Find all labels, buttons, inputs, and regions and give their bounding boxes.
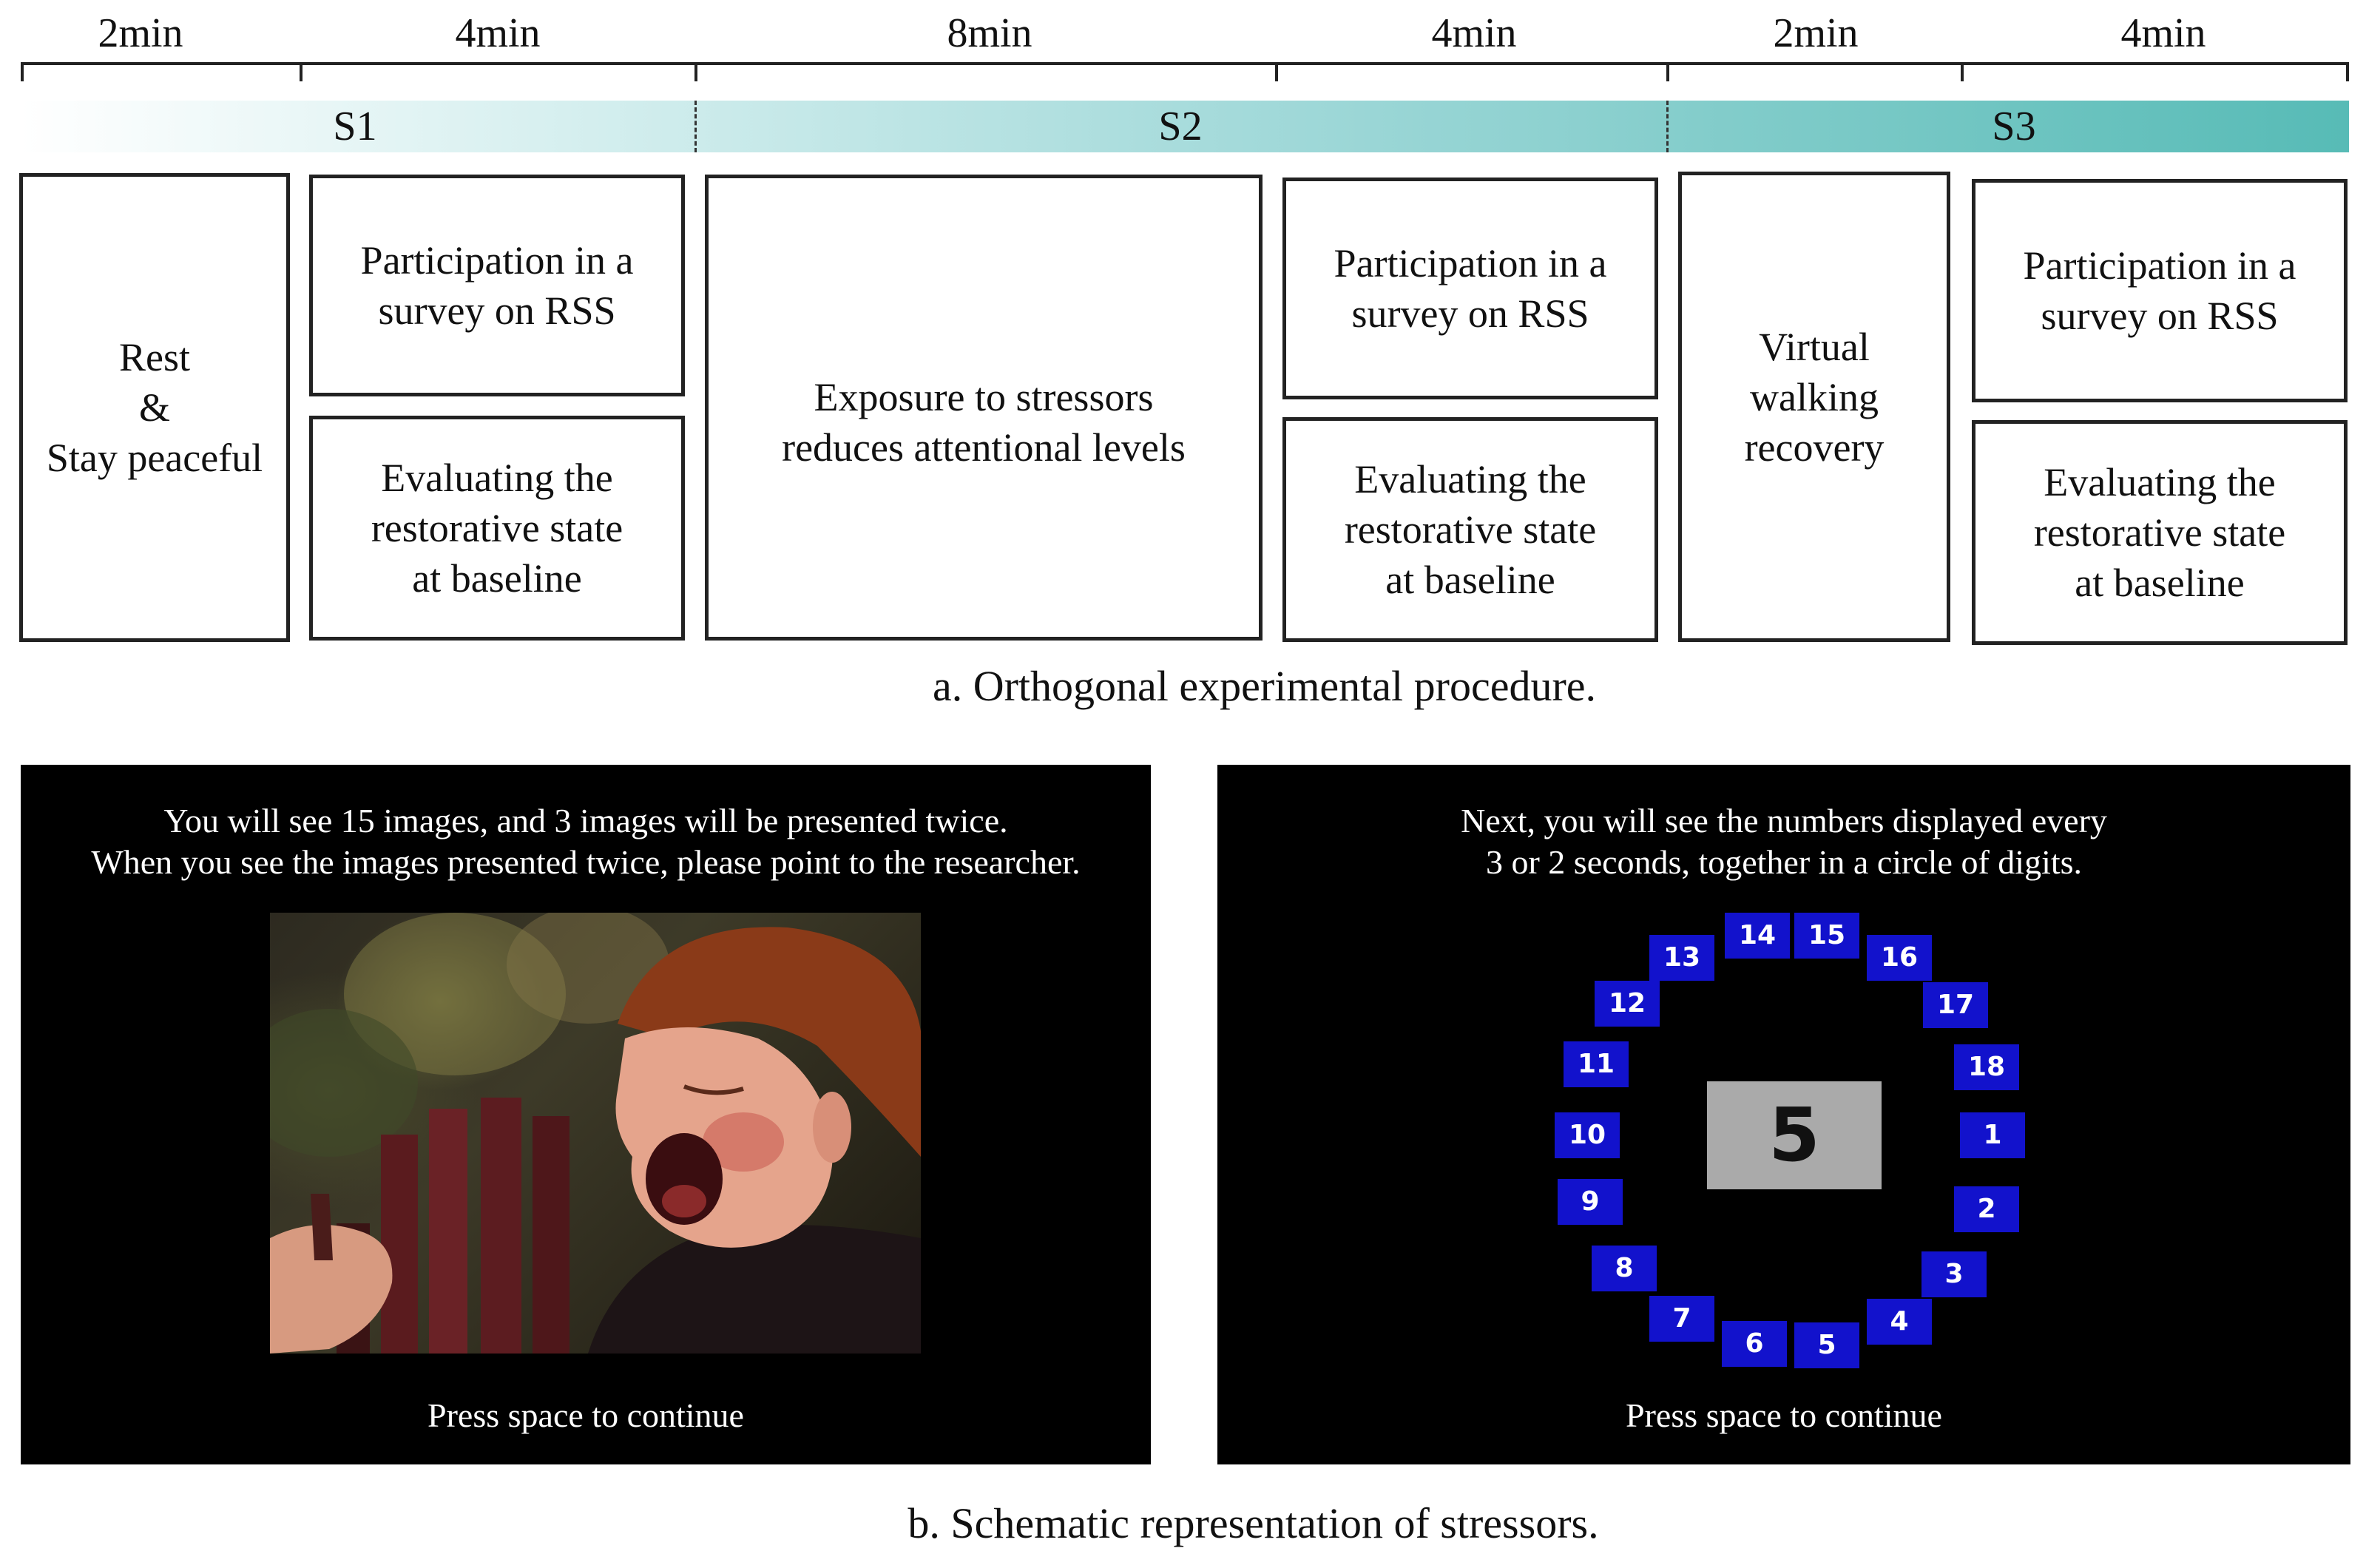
digit-box-12: 12 (1595, 981, 1660, 1027)
digit-box-4: 4 (1867, 1299, 1932, 1345)
duration-label-5: 2min (1773, 10, 1859, 56)
virtual-walking-box: Virtual walking recovery (1678, 172, 1950, 642)
image-task-instruction: You will see 15 images, and 3 images wil… (91, 802, 1081, 881)
evaluating-box-2: Evaluating the restorative state at base… (1282, 417, 1658, 642)
digit-box-14: 14 (1725, 913, 1790, 959)
timeline-tick (1666, 62, 1669, 81)
current-number-display: 5 (1707, 1081, 1882, 1189)
stressor-photo (270, 913, 921, 1354)
duration-label-1: 2min (98, 10, 183, 56)
digit-box-9: 9 (1558, 1179, 1623, 1225)
digit-box-16: 16 (1867, 935, 1932, 981)
digit-box-15: 15 (1794, 913, 1859, 959)
digit-box-3: 3 (1921, 1251, 1987, 1297)
digit-box-13: 13 (1649, 935, 1714, 981)
survey-box-1: Participation in a survey on RSS (309, 175, 685, 396)
duration-label-4: 4min (1431, 10, 1517, 56)
caption-a: a. Orthogonal experimental procedure. (932, 662, 1597, 710)
stage-divider (1666, 101, 1669, 152)
number-circle-screen: Next, you will see the numbers displayed… (1217, 765, 2350, 1464)
duration-label-3: 8min (947, 10, 1032, 56)
digit-box-11: 11 (1564, 1041, 1629, 1087)
digit-box-10: 10 (1555, 1112, 1620, 1158)
number-task-instruction: Next, you will see the numbers displayed… (1461, 802, 2107, 881)
duration-label-2: 4min (455, 10, 541, 56)
digit-box-2: 2 (1954, 1186, 2019, 1232)
digit-box-18: 18 (1954, 1044, 2019, 1090)
evaluating-box-3: Evaluating the restorative state at base… (1972, 420, 2348, 645)
survey-box-2: Participation in a survey on RSS (1282, 178, 1658, 399)
continue-prompt-right: Press space to continue (1626, 1396, 1942, 1434)
stage-label-s1: S1 (333, 104, 377, 149)
timeline-axis (21, 62, 2349, 65)
timeline-tick (300, 62, 302, 81)
continue-prompt-left: Press space to continue (427, 1396, 744, 1434)
stage-divider (694, 101, 697, 152)
duration-label-6: 4min (2120, 10, 2206, 56)
digit-box-6: 6 (1722, 1321, 1787, 1367)
digit-box-7: 7 (1649, 1296, 1714, 1342)
timeline-tick (2346, 62, 2349, 81)
digit-box-8: 8 (1592, 1246, 1657, 1291)
stage-label-s3: S3 (1992, 104, 2036, 149)
digit-box-1: 1 (1960, 1112, 2025, 1158)
rest-box: Rest & Stay peaceful (19, 173, 290, 642)
evaluating-box-1: Evaluating the restorative state at base… (309, 416, 685, 641)
stage-label-s2: S2 (1158, 104, 1203, 149)
timeline-tick (1275, 62, 1278, 81)
timeline-tick (21, 62, 24, 81)
image-stressor-screen: You will see 15 images, and 3 images wil… (21, 765, 1151, 1464)
caption-b: b. Schematic representation of stressors… (907, 1499, 1599, 1547)
survey-box-3: Participation in a survey on RSS (1972, 179, 2348, 402)
digit-box-5: 5 (1794, 1322, 1859, 1368)
exposure-box: Exposure to stressors reduces attentiona… (705, 175, 1263, 641)
digit-box-17: 17 (1923, 982, 1988, 1028)
timeline-tick (1961, 62, 1964, 81)
stage-bar (21, 101, 2349, 152)
timeline-tick (694, 62, 697, 81)
